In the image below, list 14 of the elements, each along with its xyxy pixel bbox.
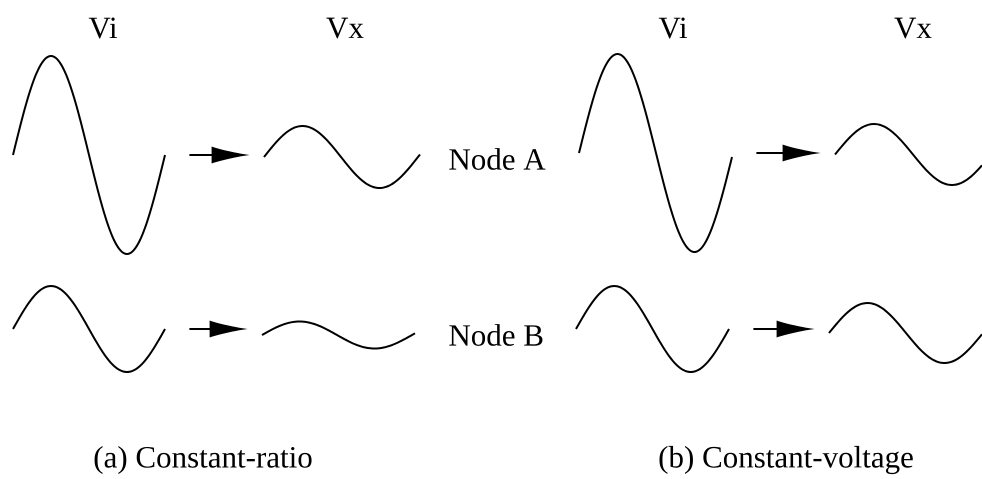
- row-label: Node B: [449, 324, 542, 346]
- signal-label: Vx: [894, 18, 932, 38]
- wave-drawing: [12, 55, 166, 255]
- wave-drawing: [262, 320, 416, 350]
- caption: (b) Constant-voltage: [660, 446, 913, 474]
- wave-drawing: [263, 125, 421, 189]
- signal-label: Vx: [326, 18, 364, 38]
- row-label: Node A: [449, 148, 546, 170]
- wave-drawing: [575, 285, 730, 373]
- wave-drawing: [12, 285, 166, 373]
- wave-drawing: [828, 302, 982, 364]
- wave-drawing: [834, 123, 982, 186]
- wave-drawing: [578, 53, 733, 253]
- caption: (a) Constant-ratio: [94, 446, 312, 474]
